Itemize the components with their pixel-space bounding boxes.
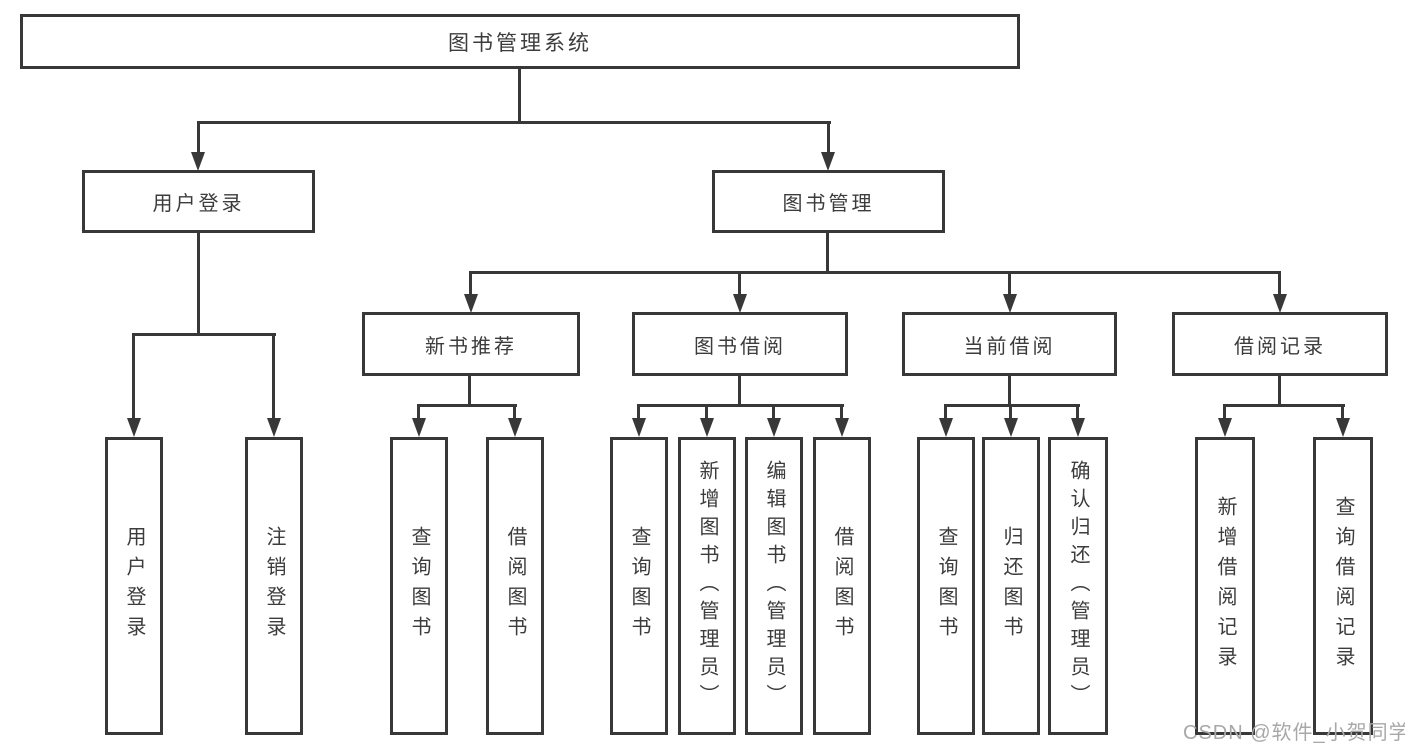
leaf-logout: 注销登录 — [245, 437, 303, 735]
connector-drop — [1009, 404, 1012, 420]
connector-book-borrow-stub — [738, 376, 741, 407]
leaf-confirm-return-admin: 确认归还（管理员） — [1048, 437, 1108, 735]
arrowhead — [127, 418, 141, 437]
node-borrow-records: 借阅记录 — [1172, 312, 1388, 376]
arrowhead — [1003, 294, 1017, 313]
connector-drop — [1278, 271, 1281, 295]
connector-drop — [1223, 404, 1226, 420]
arrowhead — [267, 418, 281, 437]
leaf-query-books-recommend: 查询图书 — [390, 437, 448, 735]
connector-user-login-stub — [197, 233, 200, 336]
connector-borrow-records-stub — [1278, 376, 1281, 407]
connector-drop — [1341, 404, 1344, 420]
arrowhead — [1218, 418, 1232, 437]
connector-drop — [772, 404, 775, 420]
node-library-management-system: 图书管理系统 — [20, 14, 1020, 69]
node-book-borrow: 图书借阅 — [632, 312, 848, 376]
arrowhead — [508, 418, 522, 437]
leaf-borrow-books-recommend: 借阅图书 — [486, 437, 544, 735]
arrowhead — [767, 418, 781, 437]
leaf-add-borrow-record: 新增借阅记录 — [1195, 437, 1255, 735]
connector-drop — [132, 333, 135, 418]
node-user-login: 用户登录 — [82, 170, 315, 233]
arrowhead — [835, 418, 849, 437]
connector-drop — [738, 271, 741, 295]
connector-drop — [944, 404, 947, 420]
connector-drop — [637, 404, 640, 420]
arrowhead — [700, 418, 714, 437]
arrowhead — [464, 294, 478, 313]
arrowhead — [1336, 418, 1350, 437]
connector-drop — [513, 404, 516, 420]
arrowhead — [821, 152, 835, 171]
leaf-query-books-borrow: 查询图书 — [610, 437, 668, 735]
connector-drop — [1076, 404, 1079, 420]
leaf-query-borrow-record: 查询借阅记录 — [1313, 437, 1373, 735]
connector-drop — [1008, 271, 1011, 295]
connector-drop — [840, 404, 843, 420]
connector-drop — [705, 404, 708, 420]
connector-book-borrow-branch — [637, 404, 844, 407]
connector-level3-branch — [469, 271, 1281, 274]
arrowhead — [191, 152, 205, 171]
csdn-watermark: CSDN @软件_小贺同学 — [1183, 722, 1405, 744]
connector-drop — [197, 121, 200, 154]
arrowhead — [632, 418, 646, 437]
connector-drop — [827, 121, 830, 154]
connector-current-borrow-branch — [944, 404, 1080, 407]
arrowhead — [733, 294, 747, 313]
arrowhead — [939, 418, 953, 437]
leaf-borrow-books: 借阅图书 — [813, 437, 871, 735]
connector-new-books-branch — [417, 404, 517, 407]
arrowhead — [1004, 418, 1018, 437]
connector-drop — [469, 271, 472, 295]
connector-borrow-records-branch — [1223, 404, 1345, 407]
leaf-return-book: 归还图书 — [982, 437, 1040, 735]
connector-drop — [272, 333, 275, 418]
arrowhead — [1071, 418, 1085, 437]
connector-new-books-stub — [468, 376, 471, 407]
leaf-query-books-current: 查询图书 — [917, 437, 975, 735]
connector-current-borrow-stub — [1008, 376, 1011, 407]
node-new-book-recommend: 新书推荐 — [362, 312, 580, 376]
connector-user-login-branch — [132, 333, 276, 336]
connector-root-stub — [518, 69, 521, 123]
connector-level2-branch — [197, 121, 831, 124]
leaf-edit-book-admin: 编辑图书（管理员） — [745, 437, 803, 735]
node-current-borrow: 当前借阅 — [902, 312, 1117, 376]
node-book-management: 图书管理 — [712, 170, 945, 233]
leaf-user-login: 用户登录 — [105, 437, 163, 735]
leaf-add-book-admin: 新增图书（管理员） — [678, 437, 736, 735]
arrowhead — [1273, 294, 1287, 313]
arrowhead — [412, 418, 426, 437]
connector-book-mgmt-stub — [826, 233, 829, 274]
connector-drop — [417, 404, 420, 420]
